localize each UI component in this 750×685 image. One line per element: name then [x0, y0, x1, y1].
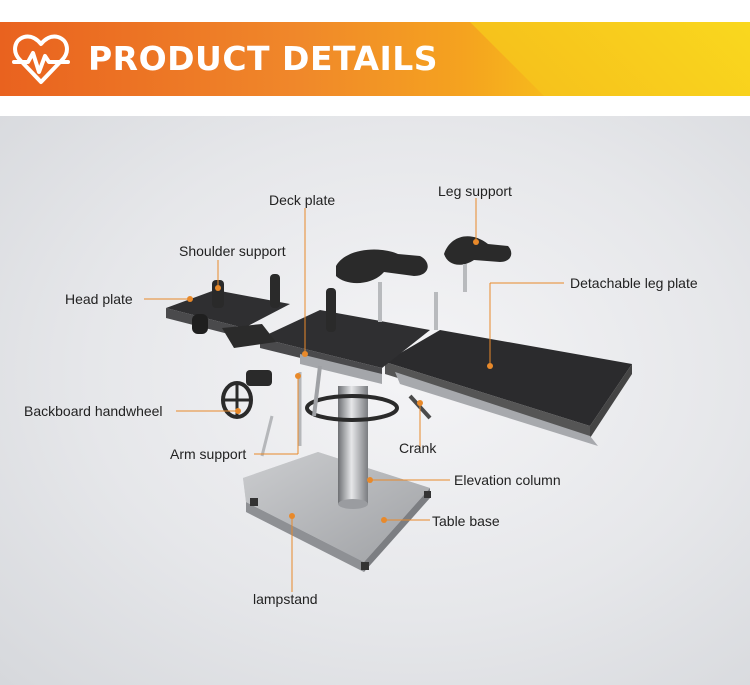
label-deck-plate: Deck plate	[269, 192, 336, 208]
label-table-base: Table base	[432, 513, 500, 529]
label-crank: Crank	[399, 440, 437, 456]
label-detachable-leg-plate: Detachable leg plate	[570, 275, 698, 291]
label-leg-support: Leg support	[438, 183, 512, 199]
label-lampstand: lampstand	[253, 591, 318, 607]
label-head-plate: Head plate	[65, 291, 133, 307]
label-shoulder-support: Shoulder support	[179, 243, 286, 259]
table-base-shape	[243, 452, 430, 572]
product-photo: Deck plate Leg support Shoulder support …	[0, 116, 750, 685]
page-title: PRODUCT DETAILS	[88, 39, 439, 78]
heart-pulse-icon	[12, 34, 70, 84]
elevation-column-shape	[338, 386, 368, 504]
callout-dots	[187, 239, 493, 523]
header-banner: PRODUCT DETAILS	[0, 22, 750, 96]
callout-lines	[144, 198, 564, 592]
operating-table-illustration	[144, 198, 632, 592]
label-elevation-column: Elevation column	[454, 472, 561, 488]
label-backboard-handwheel: Backboard handwheel	[24, 403, 163, 419]
label-arm-support: Arm support	[170, 446, 247, 462]
